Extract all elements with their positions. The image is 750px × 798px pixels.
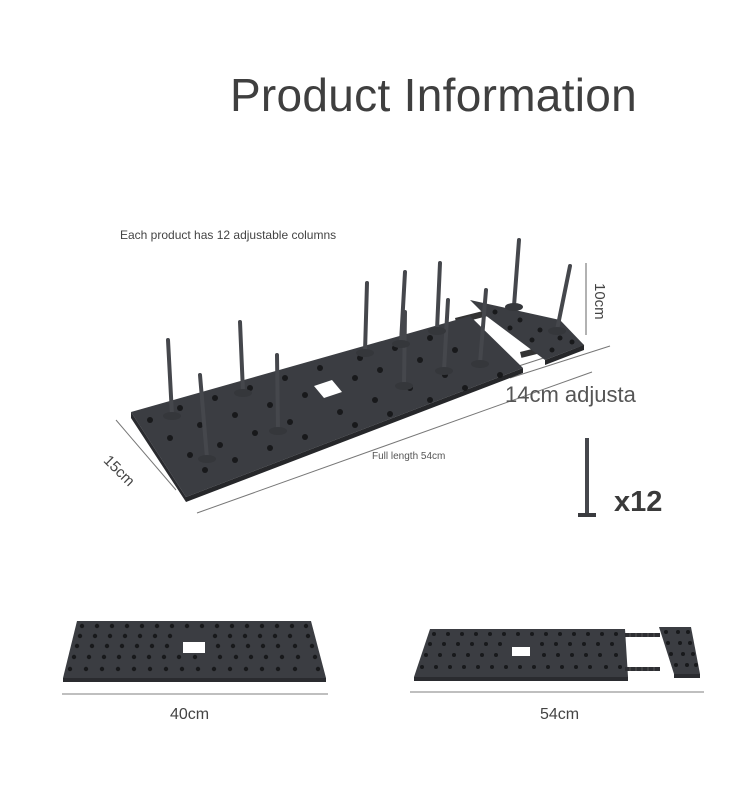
page-title: Product Information: [229, 69, 638, 121]
full-length-label: Full length 54cm: [372, 451, 446, 462]
compact-length-label: 40cm: [170, 706, 210, 723]
extended-length-label: 54cm: [540, 706, 580, 723]
extension-label: 14cm adjusta: [505, 382, 636, 407]
peg-count-label: x12: [614, 486, 663, 518]
columns-note: Each product has 12 adjustable columns: [120, 228, 337, 242]
